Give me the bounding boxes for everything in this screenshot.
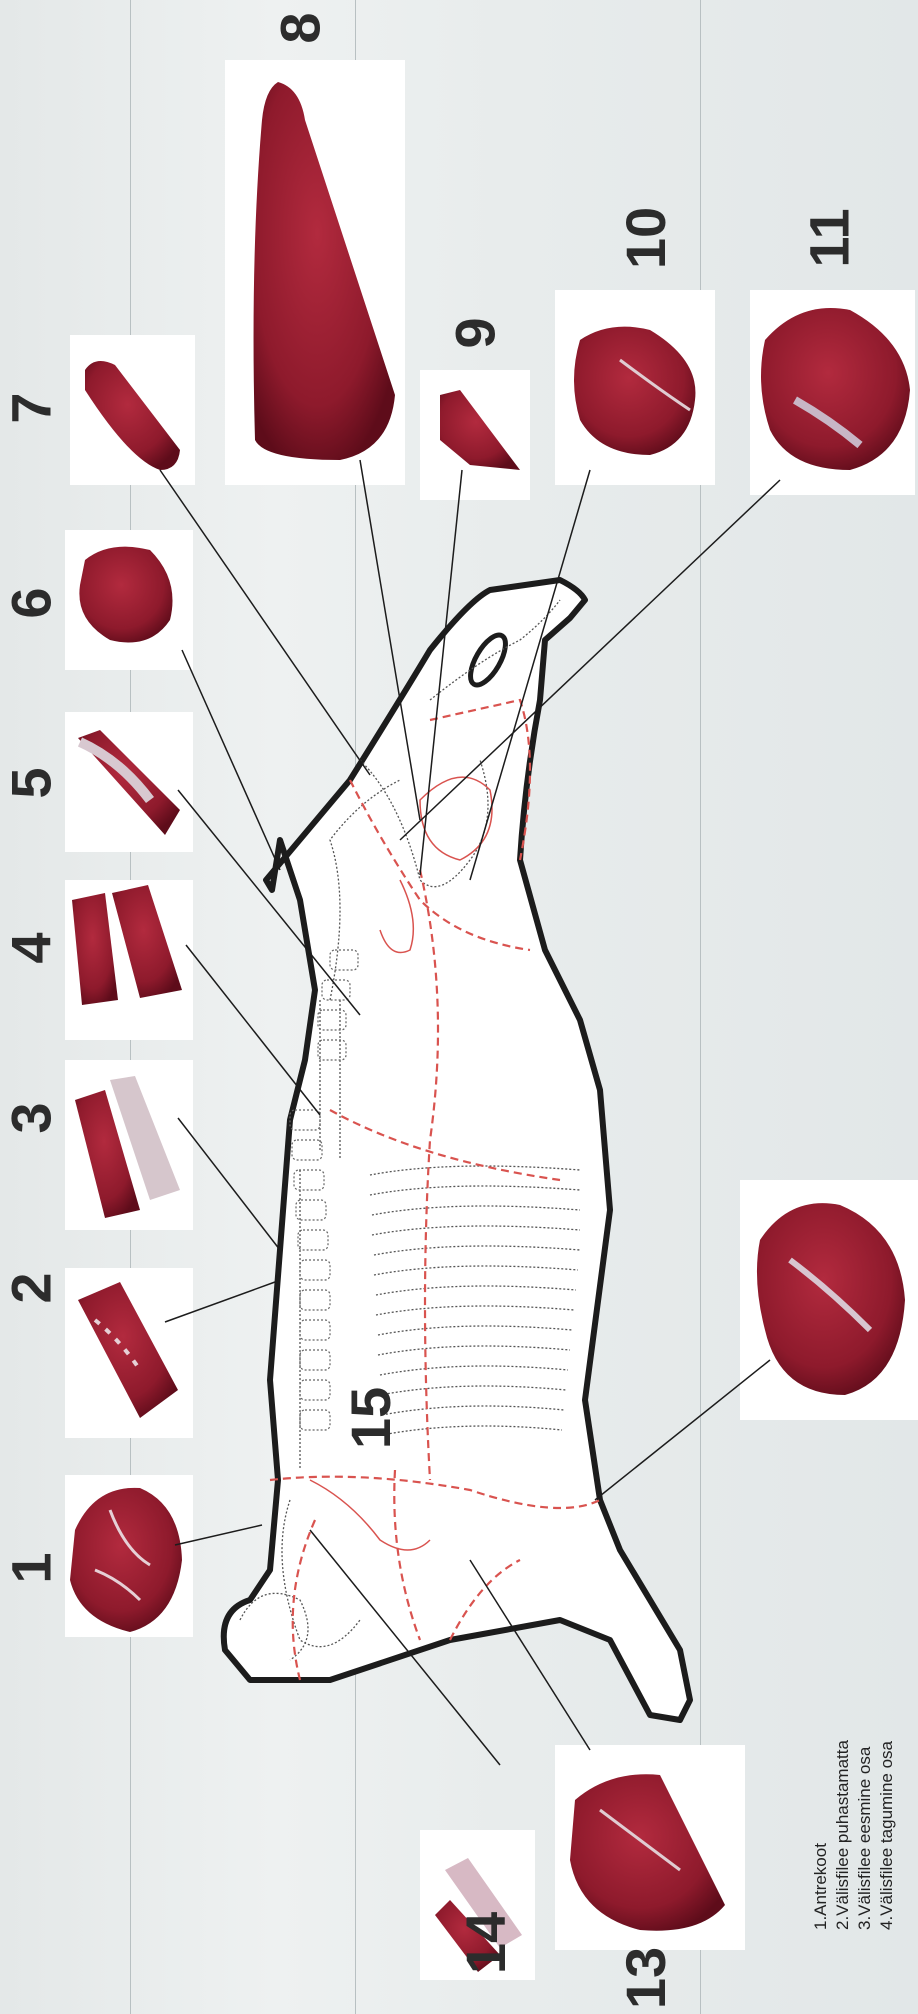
label-8: 8 — [273, 12, 329, 43]
label-15: 15 — [343, 1387, 399, 1449]
label-4: 4 — [4, 932, 60, 963]
label-6: 6 — [4, 587, 60, 618]
legend-item: 2.Välisfilee puhastamatta — [832, 1740, 854, 1930]
label-9: 9 — [448, 317, 504, 348]
label-10: 10 — [618, 207, 674, 269]
label-7: 7 — [4, 392, 60, 423]
carcass-outline — [224, 580, 690, 1720]
label-11: 11 — [802, 208, 858, 267]
legend-item: 3.Välisfilee eesmine osa — [854, 1740, 876, 1930]
label-13: 13 — [618, 1947, 674, 2009]
label-3: 3 — [4, 1102, 60, 1133]
label-14: 14 — [458, 1912, 514, 1974]
label-1: 1 — [4, 1552, 60, 1583]
label-2: 2 — [4, 1272, 60, 1303]
label-5: 5 — [4, 767, 60, 798]
legend-item: 1.Antrekoot — [810, 1740, 832, 1930]
legend: 1.Antrekoot 2.Välisfilee puhastamatta 3.… — [810, 1740, 898, 1930]
legend-item: 4.Välisfilee tagumine osa — [876, 1740, 898, 1930]
